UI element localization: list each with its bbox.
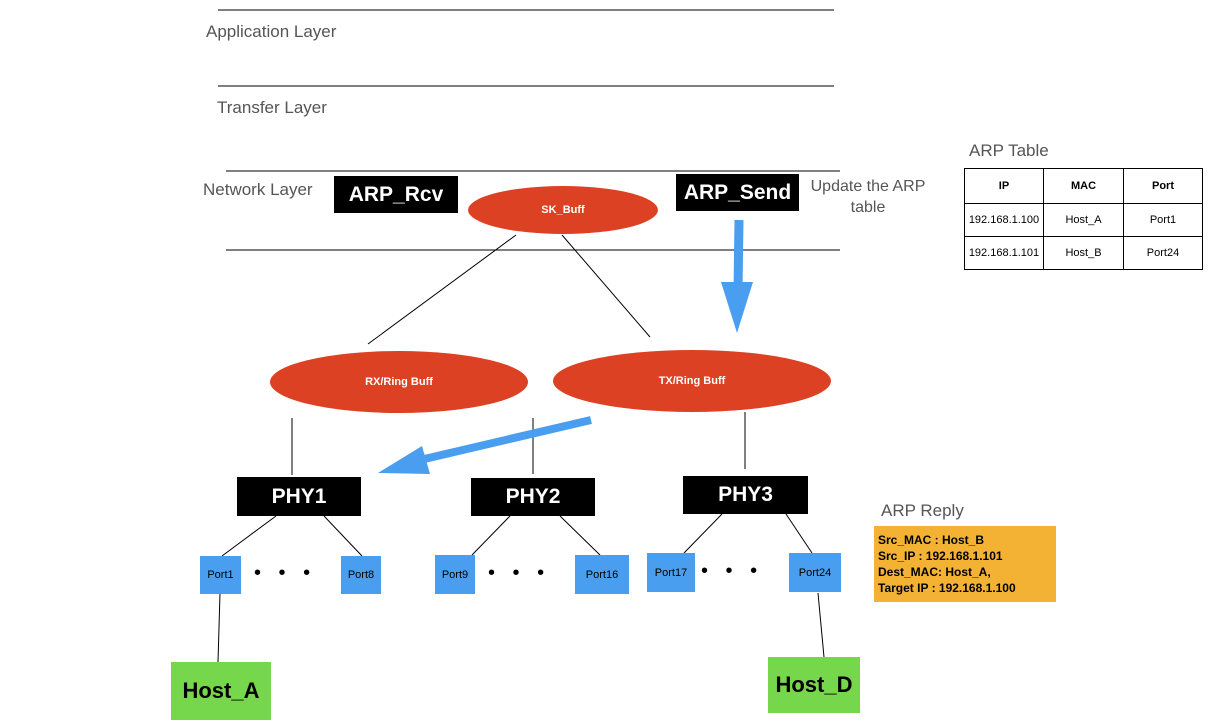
link-phy1-port8 — [323, 515, 363, 557]
arp-table-cell: 192.168.1.100 — [964, 203, 1044, 237]
port8: Port8 — [341, 556, 381, 594]
update-arp-table-note: Update the ARP table — [810, 178, 926, 216]
arp-send-box: ARP_Send — [676, 174, 799, 211]
application-layer-label: Application Layer — [206, 22, 337, 41]
link-skbuff-rx — [367, 234, 517, 345]
port24: Port24 — [789, 553, 841, 592]
arp-table-cell: Host_A — [1043, 203, 1124, 237]
arrow-send-to-tx — [721, 219, 753, 333]
arp-table-title: ARP Table — [969, 141, 1049, 160]
arp-reply-line: Src_IP : 192.168.1.101 — [878, 549, 1003, 563]
host-a-box: Host_A — [171, 662, 271, 720]
link-phy1-port1 — [221, 515, 277, 557]
arp-reply-line: Src_MAC : Host_B — [878, 533, 985, 547]
phy1-box: PHY1 — [237, 477, 361, 516]
arp-table: IP MAC Port 192.168.1.100 Host_A Port1 1… — [964, 168, 1203, 270]
tx-ring-buff-label: TX/Ring Buff — [658, 375, 726, 387]
port17: Port17 — [647, 553, 695, 592]
port-ellipsis-phy3: • • • — [701, 560, 764, 582]
arp-table-header-port: Port — [1123, 168, 1203, 204]
host-d-box: Host_D — [768, 657, 860, 713]
arp-reply-line: Dest_MAC: Host_A, — [878, 565, 991, 579]
network-layer-label: Network Layer — [203, 180, 313, 199]
sk-buff-label: SK_Buff — [541, 204, 585, 216]
link-phy2-port16 — [559, 515, 601, 556]
table-row: 192.168.1.100 Host_A Port1 — [964, 203, 1203, 237]
port9: Port9 — [435, 555, 475, 594]
rx-ring-buff-ellipse — [270, 351, 528, 413]
arrow-tx-to-phy1 — [378, 416, 592, 474]
phy2-box: PHY2 — [471, 478, 595, 516]
arp-table-cell: Port24 — [1123, 236, 1203, 270]
arp-table-header-row: IP MAC Port — [964, 168, 1203, 204]
sk-buff-ellipse — [468, 186, 658, 234]
table-row: 192.168.1.101 Host_B Port24 — [964, 236, 1203, 270]
link-phy3-port17 — [683, 513, 723, 554]
arp-table-header-mac: MAC — [1043, 168, 1124, 204]
arp-table-cell: Port1 — [1123, 203, 1203, 237]
link-phy3-port24 — [785, 513, 813, 554]
arp-rcv-box: ARP_Rcv — [334, 176, 458, 213]
phy3-box: PHY3 — [683, 476, 808, 514]
tx-ring-buff-ellipse — [553, 350, 831, 412]
link-phy2-port9 — [471, 515, 511, 556]
port-ellipsis-phy1: • • • — [254, 562, 317, 584]
transfer-layer-label: Transfer Layer — [217, 98, 327, 117]
port-ellipsis-phy2: • • • — [488, 562, 551, 584]
port16: Port16 — [575, 555, 629, 594]
port1: Port1 — [200, 556, 241, 594]
link-port1-hosta — [217, 592, 221, 663]
arp-reply-line: Target IP : 192.168.1.100 — [878, 581, 1016, 595]
arp-table-cell: 192.168.1.101 — [964, 236, 1044, 270]
arp-reply-box: Src_MAC : Host_B Src_IP : 192.168.1.101 … — [874, 526, 1056, 602]
rx-ring-buff-label: RX/Ring Buff — [365, 376, 433, 388]
arp-reply-title: ARP Reply — [881, 501, 964, 520]
arp-table-cell: Host_B — [1043, 236, 1124, 270]
link-skbuff-tx — [561, 234, 651, 338]
link-port24-hostd — [817, 592, 825, 658]
arp-table-header-ip: IP — [964, 168, 1044, 204]
